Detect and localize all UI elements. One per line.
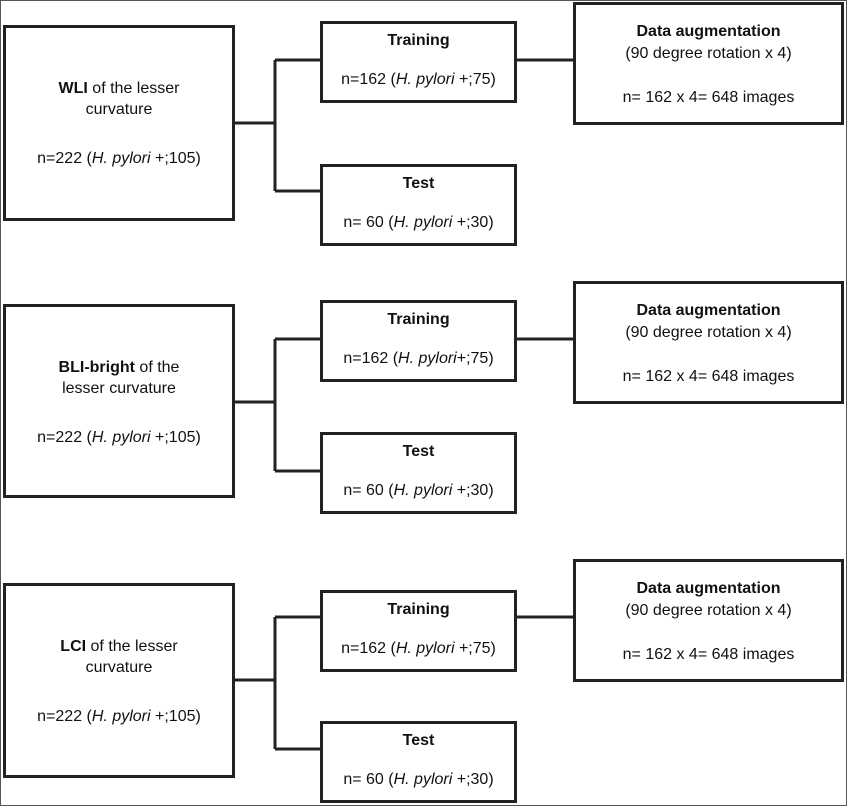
- source-box-wli: WLI of the lesser curvature n=222 (H. py…: [3, 25, 235, 221]
- source-count: n=222 (H. pylori +;105): [37, 150, 201, 167]
- test-box-lci: Test n= 60 (H. pylori +;30): [320, 721, 517, 803]
- augmentation-rotation: (90 degree rotation x 4): [625, 324, 792, 341]
- source-label: BLI-bright of the lesser curvature: [58, 359, 180, 397]
- test-count: n= 60 (H. pylori +;30): [343, 214, 494, 231]
- test-title: Test: [402, 175, 435, 192]
- source-box-lci: LCI of the lesser curvature n=222 (H. py…: [3, 583, 235, 778]
- connector-source-1: [235, 58, 573, 193]
- connector-source-3: [235, 615, 573, 751]
- training-title: Training: [387, 32, 450, 49]
- connector-source-2: [235, 337, 573, 473]
- test-count: n= 60 (H. pylori +;30): [343, 771, 494, 788]
- augmentation-box-wli: Data augmentation (90 degree rotation x …: [573, 2, 844, 125]
- augmentation-images: n= 162 x 4= 648 images: [622, 368, 795, 385]
- augmentation-rotation: (90 degree rotation x 4): [625, 602, 792, 619]
- augmentation-rotation: (90 degree rotation x 4): [625, 45, 792, 62]
- training-count: n=162 (H. pylori+;75): [343, 350, 494, 367]
- augmentation-images: n= 162 x 4= 648 images: [622, 89, 795, 106]
- training-box-wli: Training n=162 (H. pylori +;75): [320, 21, 517, 103]
- training-box-lci: Training n=162 (H. pylori +;75): [320, 590, 517, 672]
- augmentation-title: Data augmentation: [636, 580, 781, 597]
- test-title: Test: [402, 732, 435, 749]
- training-count: n=162 (H. pylori +;75): [341, 71, 496, 88]
- training-count: n=162 (H. pylori +;75): [341, 640, 496, 657]
- test-box-bli: Test n= 60 (H. pylori +;30): [320, 432, 517, 514]
- source-count: n=222 (H. pylori +;105): [37, 429, 201, 446]
- augmentation-title: Data augmentation: [636, 23, 781, 40]
- training-title: Training: [387, 601, 450, 618]
- test-count: n= 60 (H. pylori +;30): [343, 482, 494, 499]
- augmentation-images: n= 162 x 4= 648 images: [622, 646, 795, 663]
- training-title: Training: [387, 311, 450, 328]
- augmentation-box-lci: Data augmentation (90 degree rotation x …: [573, 559, 844, 682]
- augmentation-box-bli: Data augmentation (90 degree rotation x …: [573, 281, 844, 404]
- training-box-bli: Training n=162 (H. pylori+;75): [320, 300, 517, 382]
- source-count: n=222 (H. pylori +;105): [37, 708, 201, 725]
- source-box-bli: BLI-bright of the lesser curvature n=222…: [3, 304, 235, 498]
- source-label: WLI of the lesser curvature: [58, 80, 180, 118]
- test-title: Test: [402, 443, 435, 460]
- source-label: LCI of the lesser curvature: [60, 638, 178, 676]
- augmentation-title: Data augmentation: [636, 302, 781, 319]
- test-box-wli: Test n= 60 (H. pylori +;30): [320, 164, 517, 246]
